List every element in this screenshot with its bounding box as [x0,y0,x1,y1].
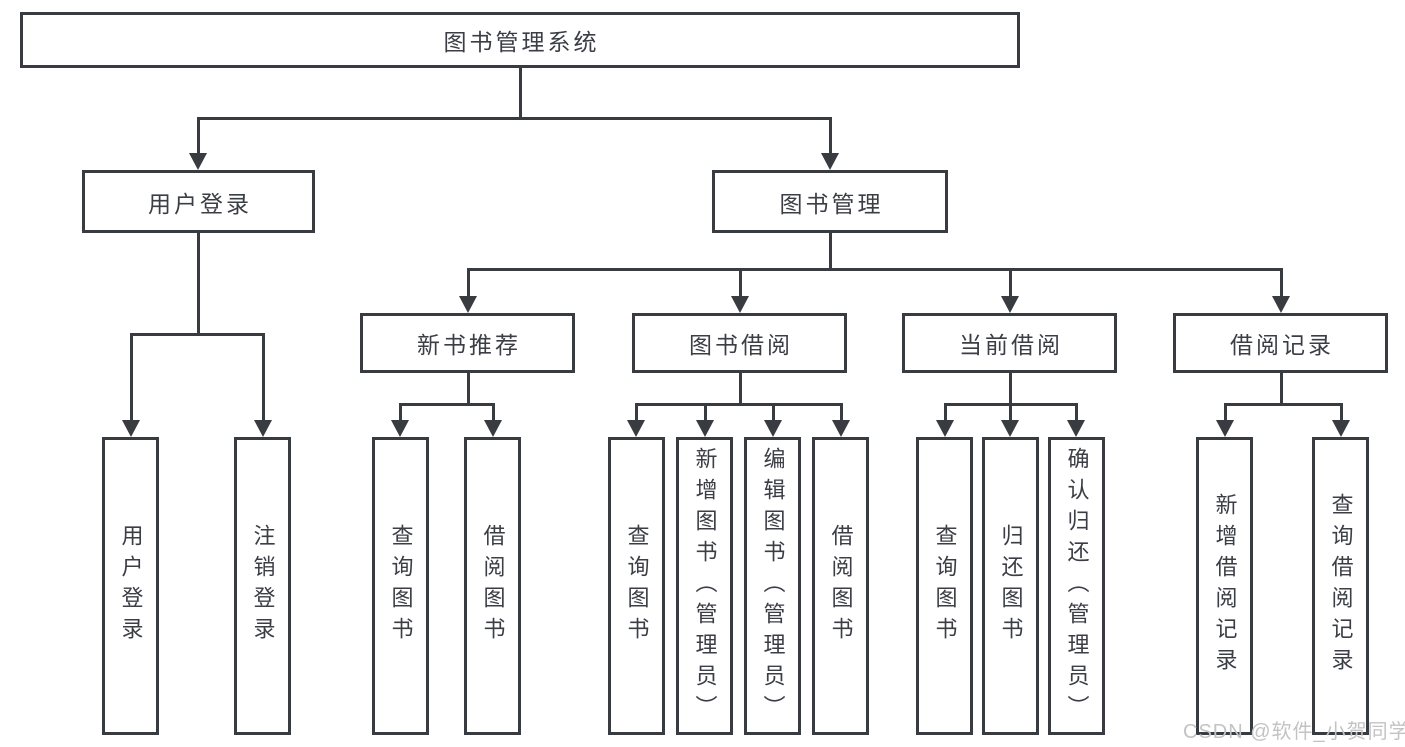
leaf-query-borrow-record: 查询借阅记录 [1312,437,1369,735]
leaf-label: 查询图书 [388,524,414,648]
node-label: 用户登录 [148,190,252,217]
leaf-label: 查询图书 [624,524,650,648]
connector-line [491,403,495,422]
connector-line [771,403,775,422]
leaf-label: 归还图书 [998,524,1024,648]
connector-line [1008,403,1012,422]
leaf-user-login: 用户登录 [102,437,159,735]
arrowhead-down-icon [764,420,782,437]
connector-line [1339,403,1343,422]
connector-line [196,117,200,155]
leaf-label: 借阅图书 [828,524,854,648]
node-borrowing-records: 借阅记录 [1173,313,1388,373]
arrowhead-down-icon [391,420,409,437]
arrowhead-down-icon [627,420,645,437]
node-label: 当前借阅 [959,332,1063,358]
csdn-watermark: CSDN @软件_小贺同学 [1183,721,1405,743]
connector-line [196,117,832,120]
arrowhead-down-icon [122,420,140,437]
leaf-edit-books-admin: 编辑图书（管理员） [744,437,801,735]
leaf-borrow-books-recommend: 借阅图书 [464,437,521,735]
connector-line [398,403,495,406]
leaf-add-books-admin: 新增图书（管理员） [676,437,733,735]
connector-line [1008,268,1012,298]
connector-line [129,333,133,422]
connector-line [634,403,638,422]
connector-line [634,403,843,406]
connector-line [466,373,470,406]
arrowhead-down-icon [821,153,839,170]
arrowhead-down-icon [1001,420,1019,437]
leaf-logout: 注销登录 [234,437,291,735]
arrowhead-down-icon [1067,420,1085,437]
leaf-query-books-borrowing: 查询图书 [608,437,665,735]
node-label: 图书管理 [779,190,884,217]
leaf-borrow-books: 借阅图书 [812,437,869,735]
connector-line [943,403,947,422]
connector-line [703,403,707,422]
connector-line [129,333,265,336]
leaf-label: 查询借阅记录 [1328,493,1354,679]
node-library-management-system: 图书管理系统 [20,12,1020,68]
arrowhead-down-icon [696,420,714,437]
leaf-label: 查询图书 [932,524,958,648]
connector-line [466,268,470,298]
connector-line [398,403,402,422]
arrowhead-down-icon [459,296,477,313]
leaf-query-books-current: 查询图书 [916,437,973,735]
arrowhead-down-icon [254,420,272,437]
leaf-label: 新增图书（管理员） [692,446,718,726]
arrowhead-down-icon [1216,420,1234,437]
leaf-query-books-recommend: 查询图书 [372,437,429,735]
leaf-label: 注销登录 [250,524,276,648]
connector-line [828,233,832,271]
arrowhead-down-icon [832,420,850,437]
arrowhead-down-icon [189,153,207,170]
connector-line [1074,403,1078,422]
connector-line [828,117,832,155]
arrowhead-down-icon [731,296,749,313]
node-user-login: 用户登录 [82,170,315,233]
node-label: 借阅记录 [1230,332,1334,358]
node-label: 图书管理系统 [443,29,600,55]
arrowhead-down-icon [1001,296,1019,313]
connector-line [1279,373,1283,406]
leaf-label: 编辑图书（管理员） [760,446,786,726]
leaf-label: 新增借阅记录 [1212,493,1238,679]
leaf-add-borrow-record: 新增借阅记录 [1196,437,1253,735]
leaf-label: 确认归还（管理员） [1064,446,1090,726]
connector-line [738,268,742,298]
arrowhead-down-icon [936,420,954,437]
connector-line [1223,403,1227,422]
leaf-label: 借阅图书 [480,524,506,648]
connector-line [1008,373,1012,406]
connector-line [466,268,1283,271]
connector-line [738,373,742,406]
arrowhead-down-icon [1332,420,1350,437]
connector-line [518,68,522,120]
node-current-borrowing: 当前借阅 [902,313,1117,373]
node-label: 新书推荐 [417,332,521,358]
connector-line [1279,268,1283,298]
connector-line [261,333,265,422]
connector-line [839,403,843,422]
node-label: 图书借阅 [689,332,793,358]
leaf-label: 用户登录 [118,524,144,648]
connector-line [196,233,200,336]
node-book-borrowing: 图书借阅 [632,313,847,373]
node-new-book-recommend: 新书推荐 [360,313,575,373]
arrowhead-down-icon [484,420,502,437]
node-book-management: 图书管理 [712,170,948,233]
leaf-confirm-return-admin: 确认归还（管理员） [1048,437,1105,735]
arrowhead-down-icon [1272,296,1290,313]
leaf-return-books: 归还图书 [982,437,1039,735]
connector-line [1223,403,1343,406]
